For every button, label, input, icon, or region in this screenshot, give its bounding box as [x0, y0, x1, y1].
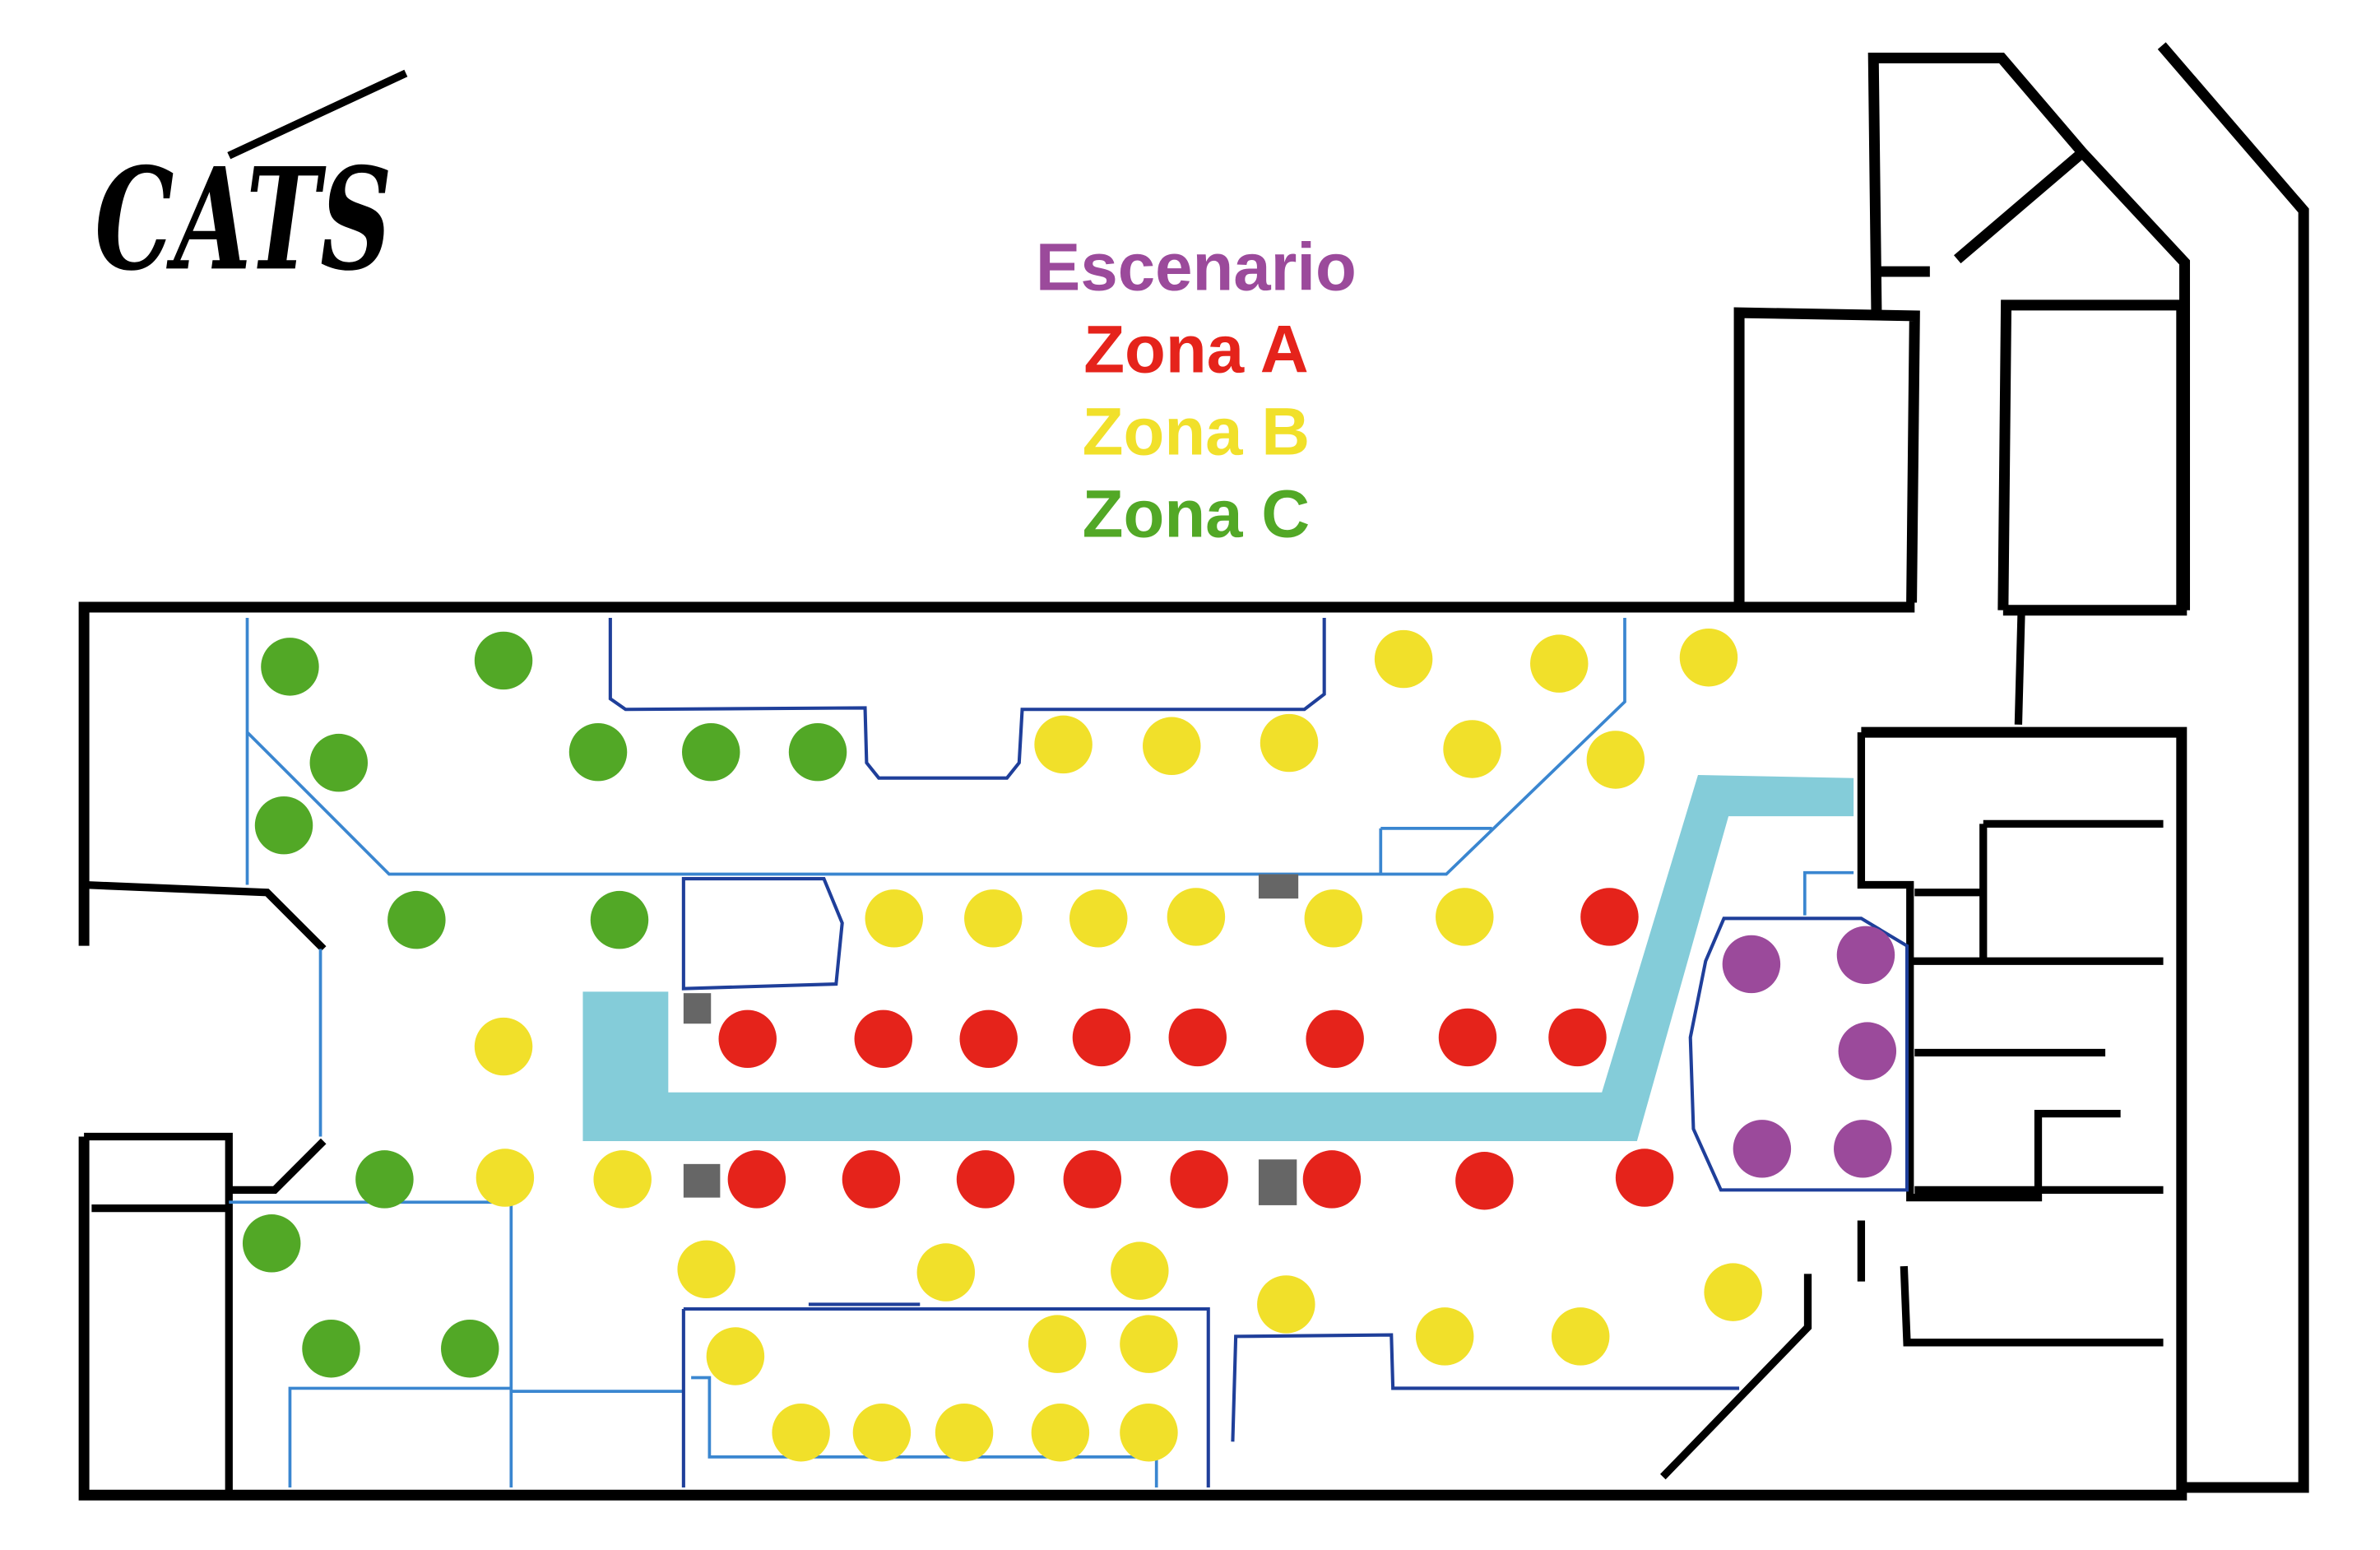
legend-escenario: Escenario [1036, 230, 1357, 304]
zona-b-seat [476, 1149, 535, 1207]
zona-b-seat [1679, 628, 1738, 687]
pillar [1258, 874, 1299, 899]
zona-c-seat [309, 733, 369, 792]
zona-a-seat [1438, 1008, 1497, 1067]
legend-zona-a: Zona A [1083, 312, 1308, 387]
zona-b-seat [1111, 1241, 1169, 1300]
stage-seat [1838, 1022, 1897, 1080]
zona-b-seat [1120, 1403, 1178, 1462]
logo-text: CATS [95, 137, 392, 302]
zona-b-seat [1415, 1307, 1474, 1366]
zona-b-seat [1120, 1315, 1178, 1373]
zona-b-seat [1586, 731, 1645, 789]
pillar [683, 1163, 721, 1198]
zona-a-seat [842, 1150, 901, 1209]
zona-a-seat [1170, 1150, 1228, 1209]
zona-a-seat [1168, 1008, 1227, 1067]
zona-c-seat [590, 890, 649, 949]
stage-seat [1834, 1120, 1892, 1178]
zona-b-seat [1031, 1403, 1090, 1462]
zona-b-seat [1167, 888, 1226, 946]
zona-c-seat [242, 1214, 301, 1273]
zona-c-seat [474, 631, 533, 690]
walkway [582, 775, 1854, 1142]
zona-b-seat [1034, 715, 1093, 774]
zona-c-seat [355, 1150, 414, 1209]
zona-c-seat [261, 638, 319, 696]
zona-b-seat [865, 889, 923, 948]
legend-zona-c: Zona C [1083, 477, 1310, 552]
zona-a-seat [1063, 1150, 1122, 1209]
zona-b-seat [1257, 1275, 1315, 1334]
zona-c-seat [387, 890, 446, 949]
zona-b-seat [593, 1150, 652, 1209]
zona-a-seat [1548, 1008, 1607, 1067]
zona-c-seat [302, 1319, 360, 1378]
zona-a-seat [1306, 1009, 1364, 1069]
pillar [683, 993, 712, 1024]
zona-a-seat [1615, 1149, 1674, 1207]
zona-b-seat [1704, 1263, 1762, 1321]
stage-seat [1722, 935, 1781, 994]
zona-c-seat [788, 722, 847, 782]
legend: Escenario Zona A Zona B Zona C [1036, 230, 1357, 551]
zona-a-seat [854, 1009, 913, 1069]
zona-c-seat [254, 796, 313, 855]
stage-seat [1836, 926, 1895, 985]
zona-c-seat [441, 1319, 499, 1378]
zona-b-seat [852, 1403, 912, 1462]
stage-seat [1733, 1120, 1792, 1178]
walls [78, 42, 2309, 1501]
zona-a-seat [718, 1009, 777, 1069]
zona-b-seat [1436, 888, 1494, 946]
zona-b-seat [1374, 629, 1433, 689]
zona-b-seat [1551, 1307, 1610, 1366]
seats [242, 628, 1897, 1462]
zona-a-seat [1072, 1008, 1131, 1067]
zona-a-seat [1302, 1150, 1362, 1209]
zona-b-seat [916, 1243, 976, 1302]
zona-c-seat [682, 722, 740, 782]
pillars [683, 874, 1299, 1205]
zona-b-seat [964, 889, 1023, 948]
zona-a-seat [727, 1150, 786, 1209]
cats-logo: CATS [95, 69, 408, 302]
zona-b-seat [1304, 889, 1363, 948]
zona-b-seat [1260, 713, 1319, 773]
zona-c-seat [568, 722, 628, 782]
zona-b-seat [1028, 1315, 1087, 1373]
zona-b-seat [772, 1403, 830, 1462]
zona-b-seat [1069, 889, 1128, 948]
zona-b-seat [1143, 717, 1201, 775]
zona-b-seat [677, 1240, 735, 1299]
zona-b-seat [706, 1327, 765, 1385]
zona-b-seat [474, 1017, 533, 1076]
legend-zona-b: Zona B [1083, 395, 1310, 470]
zona-a-seat [959, 1009, 1018, 1069]
logo-slash [227, 69, 408, 160]
zona-a-seat [1455, 1152, 1514, 1210]
zona-a-seat [956, 1150, 1015, 1209]
zona-b-seat [1443, 720, 1501, 778]
zona-b-seat [935, 1403, 994, 1462]
inner-outlines [229, 618, 1909, 1487]
zona-a-seat [1580, 888, 1639, 946]
pillar [1258, 1159, 1297, 1205]
zona-b-seat [1530, 634, 1589, 693]
